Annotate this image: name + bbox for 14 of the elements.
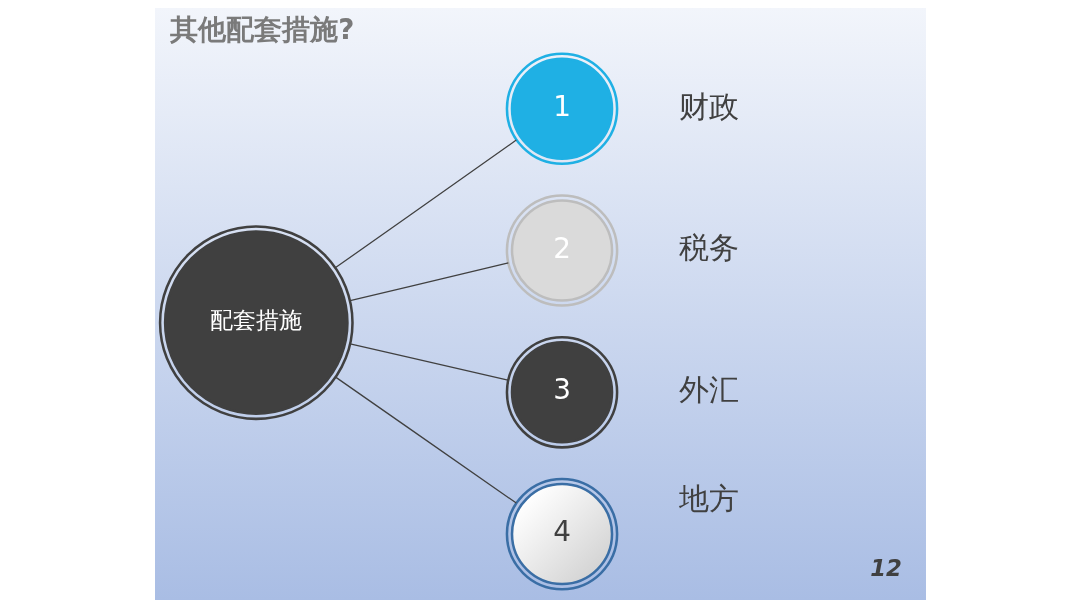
connector — [334, 376, 517, 504]
connector — [349, 343, 509, 381]
node-circle: 4 — [505, 477, 618, 591]
node-label: 地方 — [678, 481, 739, 517]
connector — [349, 262, 509, 302]
node-label: 财政 — [678, 88, 739, 124]
diagram-title: 其他配套措施? — [169, 13, 354, 47]
node-label: 税务 — [678, 230, 739, 266]
node-circle: 3 — [505, 335, 618, 449]
label: 12 — [869, 555, 902, 582]
node-circle: 1 — [505, 52, 618, 166]
connector — [334, 139, 517, 269]
node-label: 外汇 — [678, 372, 739, 408]
node-circle: 配套措施 — [158, 225, 354, 421]
